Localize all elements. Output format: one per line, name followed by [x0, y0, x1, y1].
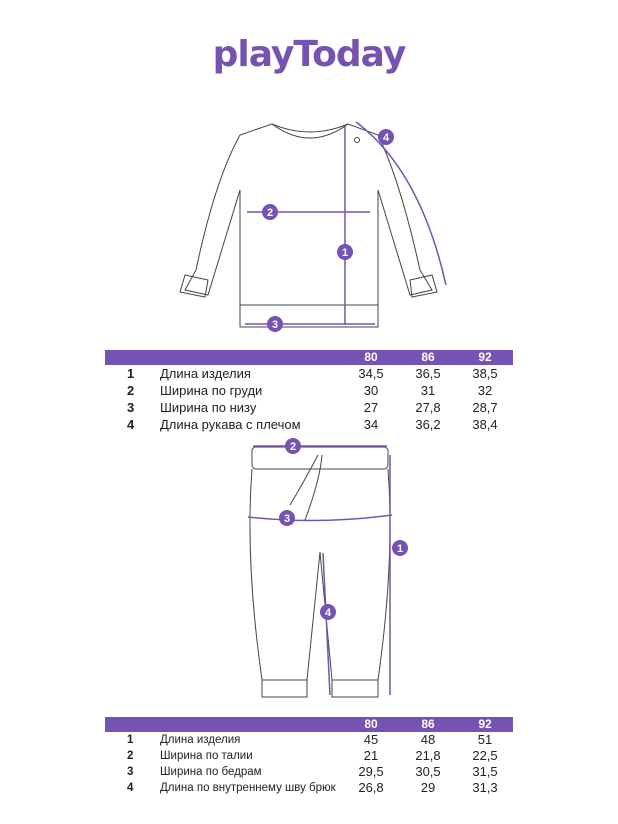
marker-sweatshirt-3: 3 — [267, 316, 283, 332]
sweatshirt-drawing — [179, 123, 438, 328]
row-number: 1 — [127, 734, 134, 746]
cell: 29,5 — [358, 764, 384, 779]
row-label: Длина изделия — [160, 366, 251, 381]
svg-text:3: 3 — [284, 513, 290, 525]
svg-text:4: 4 — [325, 607, 332, 619]
svg-text:1: 1 — [397, 543, 403, 555]
table-header: 80 86 92 — [105, 717, 513, 732]
row-label: Ширина по низу — [160, 400, 257, 415]
row-number: 2 — [127, 750, 134, 762]
brand-logo: playToday — [212, 34, 407, 75]
cell: 28,7 — [472, 400, 498, 415]
cell: 21 — [363, 748, 379, 763]
svg-text:3: 3 — [272, 319, 278, 331]
marker-sweatshirt-4: 4 — [378, 129, 394, 145]
svg-text:1: 1 — [342, 247, 348, 259]
row-number: 3 — [127, 400, 135, 415]
cell: 27,8 — [415, 400, 441, 415]
row-label: Длина изделия — [160, 734, 241, 746]
size-header: 80 — [364, 350, 378, 364]
marker-pants-4: 4 — [320, 604, 336, 620]
cell: 26,8 — [358, 780, 384, 795]
table-row: 2 Ширина по талии 21 21,8 22,5 — [105, 748, 513, 764]
size-header: 86 — [421, 350, 435, 364]
row-label: Ширина по груди — [160, 383, 263, 398]
cell: 34 — [363, 417, 379, 432]
table-row: 4 Длина рукава с плечом 34 36,2 38,4 — [105, 416, 513, 433]
row-number: 4 — [127, 417, 135, 432]
cell: 29 — [420, 780, 436, 795]
cell: 30 — [363, 383, 379, 398]
row-number: 4 — [127, 782, 134, 794]
svg-text:2: 2 — [290, 441, 296, 453]
cell: 30,5 — [415, 764, 441, 779]
cell: 27 — [363, 400, 379, 415]
table-row: 1 Длина изделия 34,5 36,5 38,5 — [105, 365, 513, 382]
row-number: 2 — [127, 383, 135, 398]
row-number: 1 — [127, 366, 135, 381]
table-row: 3 Ширина по низу 27 27,8 28,7 — [105, 399, 513, 416]
size-header: 92 — [478, 717, 492, 731]
cell: 32 — [477, 383, 493, 398]
table-row: 3 Ширина по бедрам 29,5 30,5 31,5 — [105, 764, 513, 780]
marker-sweatshirt-1: 1 — [337, 244, 353, 260]
marker-pants-3: 3 — [279, 510, 295, 526]
cell: 36,5 — [415, 366, 441, 381]
row-label: Длина по внутреннему шву брюк — [160, 782, 336, 794]
pants-drawing — [249, 446, 391, 698]
sweatshirt-measure-lines — [245, 121, 447, 325]
table-row: 1 Длина изделия 45 48 51 — [105, 732, 513, 748]
cell: 51 — [477, 732, 493, 747]
pants-size-table: 80 86 92 1 Длина изделия 45 48 51 2 Шири… — [105, 717, 513, 796]
cell: 21,8 — [415, 748, 441, 763]
marker-pants-2: 2 — [285, 438, 301, 454]
cell: 38,4 — [472, 417, 498, 432]
pants-measure-lines — [247, 445, 393, 696]
svg-text:4: 4 — [383, 132, 390, 144]
row-number: 3 — [127, 766, 134, 778]
marker-pants-1: 1 — [392, 540, 408, 556]
table-row: 4 Длина по внутреннему шву брюк 26,8 29 … — [105, 780, 513, 796]
table-row: 2 Ширина по груди 30 31 32 — [105, 382, 513, 399]
cell: 38,5 — [472, 366, 498, 381]
cell: 22,5 — [472, 748, 498, 763]
sweatshirt-size-table: 80 86 92 1 Длина изделия 34,5 36,5 38,5 … — [105, 350, 513, 433]
size-header: 92 — [478, 350, 492, 364]
cell: 36,2 — [415, 417, 441, 432]
size-header: 86 — [421, 717, 435, 731]
cell: 31,5 — [472, 764, 498, 779]
row-label: Ширина по бедрам — [160, 766, 262, 778]
cell: 31 — [420, 383, 436, 398]
svg-text:2: 2 — [267, 207, 273, 219]
cell: 34,5 — [358, 366, 384, 381]
marker-sweatshirt-2: 2 — [262, 204, 278, 220]
row-label: Длина рукава с плечом — [160, 417, 301, 432]
row-label: Ширина по талии — [160, 750, 253, 762]
table-header: 80 86 92 — [105, 350, 513, 365]
cell: 31,3 — [472, 780, 498, 795]
size-header: 80 — [364, 717, 378, 731]
cell: 45 — [363, 732, 379, 747]
cell: 48 — [420, 732, 436, 747]
